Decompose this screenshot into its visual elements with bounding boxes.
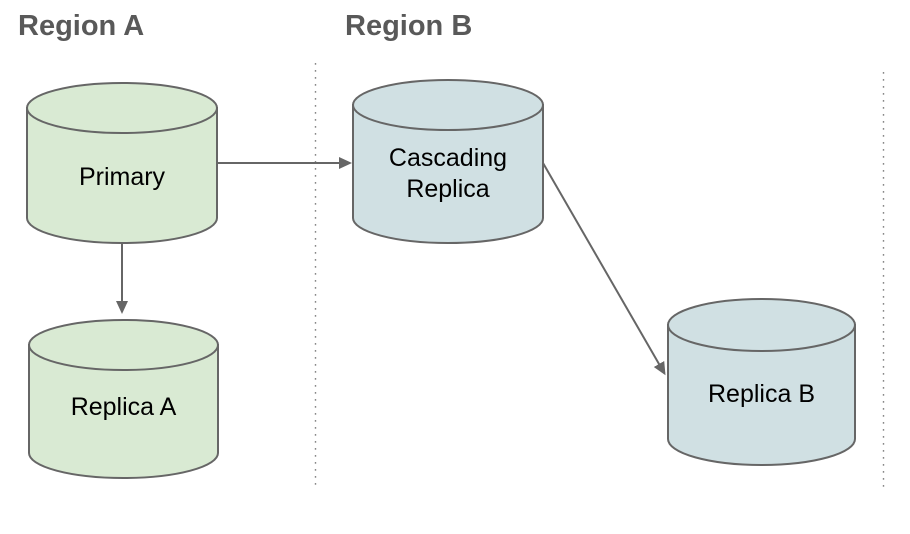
node-cascading-replica-cylinder xyxy=(352,79,544,244)
primary-cylinder-top xyxy=(26,82,218,134)
arrow-cascading-replica-to-replica-b xyxy=(542,162,666,376)
region-b-title: Region B xyxy=(345,10,473,42)
region-a-title: Region A xyxy=(18,10,145,42)
cascading-replica-cylinder-top xyxy=(352,79,544,131)
replica-a-label: Replica A xyxy=(70,393,177,421)
primary-cylinder-body xyxy=(26,107,218,244)
replica-b-cylinder-body xyxy=(667,324,856,466)
replica-b-cylinder-top xyxy=(667,298,856,352)
replica-a-cylinder-top xyxy=(28,319,219,371)
node-replica-a-cylinder xyxy=(28,319,219,479)
node-replica-b-cylinder xyxy=(667,298,856,466)
cascading-replica-label: Cascading Replica xyxy=(388,144,508,203)
replica-a-cylinder-body xyxy=(28,344,219,479)
replica-b-label: Replica B xyxy=(708,380,815,408)
node-primary-cylinder xyxy=(26,82,218,244)
primary-label: Primary xyxy=(78,163,166,191)
cascading-replica-cylinder-body xyxy=(352,104,544,244)
